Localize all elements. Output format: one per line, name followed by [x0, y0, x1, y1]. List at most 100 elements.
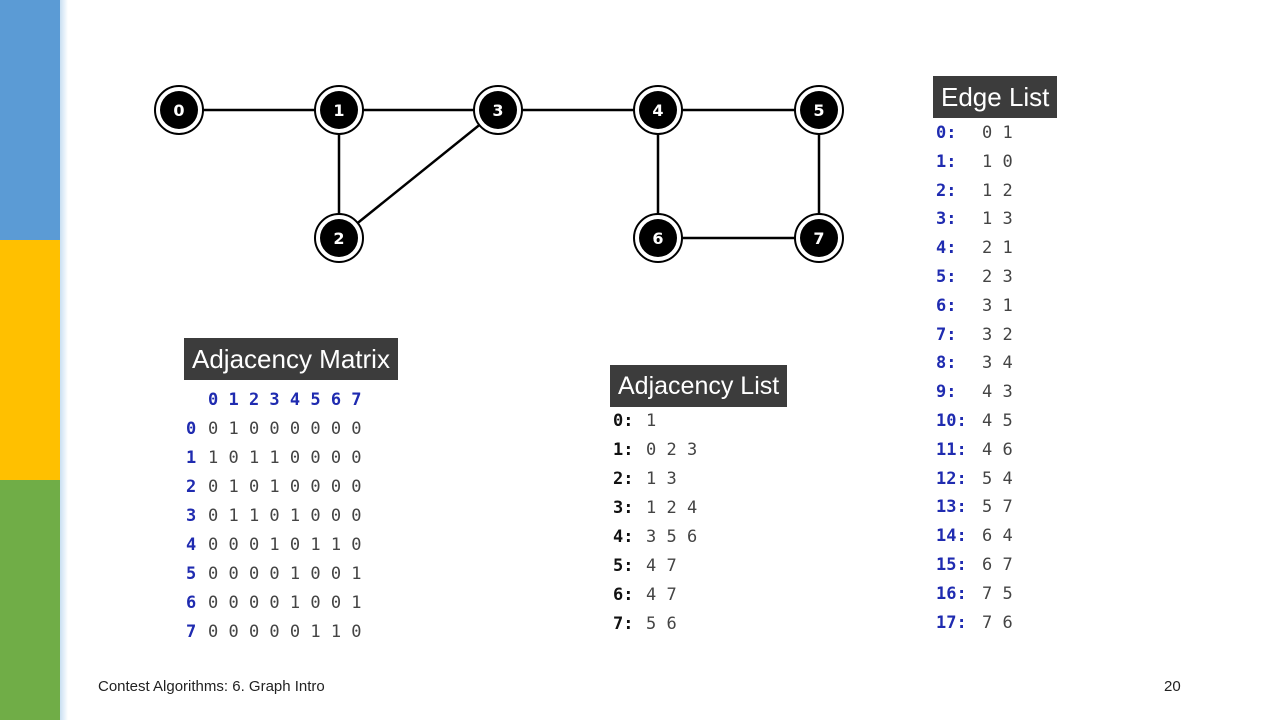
graph-node-core	[639, 219, 677, 257]
adjacency-list-row-label: 2:	[613, 469, 634, 489]
edge-list-row-values: 4 6	[982, 439, 1013, 460]
adjacency-list-row: 0:1	[613, 411, 656, 431]
edge-list-row-label: 8:	[936, 353, 957, 374]
edge-list-row: 17: 7 6	[936, 613, 1013, 633]
edge-list-row: 7:3 2	[936, 325, 1013, 345]
adjacency-matrix-row: 4 0 0 0 1 0 1 1 0	[186, 535, 362, 555]
edge-list-row-label: 14:	[936, 526, 967, 547]
adjacency-matrix-row-values: 1 0 1 1 0 0 0 0	[208, 448, 362, 468]
graph-node-core	[800, 91, 838, 129]
graph-node-core	[160, 91, 198, 129]
adjacency-list-row-values: 4 7	[646, 585, 677, 605]
graph-node-1: 1	[314, 85, 364, 135]
edge-list-row-values: 1 3	[982, 209, 1013, 230]
edge-list-row: 8: 3 4	[936, 353, 1013, 373]
edge-list-row: 12:5 4	[936, 469, 1013, 489]
edge-list-row-values: 6 4	[982, 526, 1013, 547]
adjacency-list-row-values: 5 6	[646, 614, 677, 634]
adjacency-matrix-row-values: 0 1 0 0 0 0 0 0	[208, 419, 362, 439]
accent-bar-blue	[0, 0, 60, 240]
adjacency-matrix-row-values: 0 1 0 1 0 0 0 0	[208, 477, 362, 497]
edge-list-row: 13: 5 7	[936, 497, 1013, 517]
adjacency-list-row: 7: 5 6	[613, 614, 677, 634]
adjacency-matrix-row: 2 0 1 0 1 0 0 0 0	[186, 477, 362, 497]
edge-list-row-values: 2 1	[982, 238, 1013, 259]
page-number: 20	[1164, 678, 1181, 695]
graph-edge-2-3	[338, 109, 499, 239]
adjacency-matrix-row-label: 5	[186, 564, 197, 584]
edge-list-row: 5:2 3	[936, 267, 1013, 287]
edge-list-row-label: 4:	[936, 238, 957, 259]
graph-node-0: 0	[154, 85, 204, 135]
edge-list-row-label: 13:	[936, 497, 967, 518]
edge-list-row-label: 5:	[936, 267, 957, 287]
edge-list-row: 3: 1 3	[936, 209, 1013, 229]
adjacency-list-row-label: 7:	[613, 614, 634, 634]
edge-list-title: Edge List	[933, 76, 1058, 118]
adjacency-list-row-label: 6:	[613, 585, 634, 605]
adjacency-matrix-row-values: 0 0 0 0 0 1 1 0	[208, 622, 362, 642]
edge-list-row-values: 4 3	[982, 382, 1013, 403]
footer-title: Contest Algorithms: 6. Graph Intro	[98, 678, 325, 695]
adjacency-list-row: 1:0 2 3	[613, 440, 697, 460]
edge-list-row-label: 15:	[936, 555, 967, 575]
adjacency-list-row-values: 4 7	[646, 556, 677, 576]
adjacency-list-row: 3: 1 2 4	[613, 498, 697, 518]
adjacency-matrix-row-values: 0 0 0 1 0 1 1 0	[208, 535, 362, 555]
graph-node-core	[639, 91, 677, 129]
edge-list-row-label: 9:	[936, 382, 957, 403]
graph-node-label: 4	[652, 101, 663, 120]
edge-list-row-label: 2:	[936, 180, 957, 201]
edge-list-row: 2: 1 2	[936, 181, 1013, 201]
edge-list-row-values: 3 4	[982, 353, 1013, 374]
graph-node-4: 4	[633, 85, 683, 135]
edge-list-row-label: 16:	[936, 583, 967, 604]
graph-node-label: 2	[333, 229, 344, 248]
adjacency-matrix-row-label: 3	[186, 506, 197, 526]
accent-bar-yellow	[0, 240, 60, 480]
adjacency-matrix-row-label: 4	[186, 535, 197, 555]
adjacency-matrix-row-label: 1	[186, 448, 197, 468]
adjacency-list-row: 4:3 5 6	[613, 527, 697, 547]
edge-list-row: 0: 0 1	[936, 123, 1013, 143]
edge-list-row: 15: 6 7	[936, 555, 1013, 575]
graph-node-label: 0	[173, 101, 184, 120]
adjacency-matrix-row: 1 1 0 1 1 0 0 0 0	[186, 448, 362, 468]
edge-list-row-label: 10:	[936, 411, 967, 431]
graph-node-3: 3	[473, 85, 523, 135]
edge-list-row-label: 17:	[936, 612, 967, 633]
adjacency-list-row-label: 4:	[613, 527, 634, 547]
adjacency-list-row-values: 1	[646, 411, 657, 431]
edge-list-row-values: 6 7	[982, 555, 1013, 575]
edge-list-row-label: 3:	[936, 209, 957, 230]
edge-list-row-values: 1 2	[982, 180, 1013, 201]
edge-list-row-values: 1 0	[982, 151, 1013, 172]
adjacency-matrix-row-label: 2	[186, 477, 197, 497]
adjacency-matrix-title: Adjacency Matrix	[184, 338, 398, 380]
edge-list-row-label: 7:	[936, 324, 957, 345]
graph-node-label: 5	[813, 101, 824, 120]
edge-list-row-values: 7 6	[982, 612, 1013, 633]
edge-list-row-label: 0:	[936, 123, 957, 143]
graph-node-core	[320, 219, 358, 257]
adjacency-list-row: 5: 4 7	[613, 556, 677, 576]
edge-list-row-values: 0 1	[982, 123, 1013, 143]
adjacency-list-row-values: 1 2 4	[646, 498, 698, 518]
accent-bar-green	[0, 480, 60, 720]
adjacency-matrix-row-values: 0 1 1 0 1 0 0 0	[208, 506, 362, 526]
edge-list-row-label: 12:	[936, 468, 967, 489]
adjacency-list-row-label: 3:	[613, 498, 634, 518]
adjacency-list-row: 2:1 3	[613, 469, 677, 489]
graph-node-6: 6	[633, 213, 683, 263]
graph-node-5: 5	[794, 85, 844, 135]
adjacency-list-row: 6: 4 7	[613, 585, 677, 605]
edge-list-row: 1:1 0	[936, 152, 1013, 172]
edge-list-row-label: 6:	[936, 295, 957, 316]
edge-list-row-values: 5 7	[982, 497, 1013, 518]
adjacency-matrix-header: 0 1 2 3 4 5 6 7	[208, 390, 362, 410]
edge-list-row: 10:4 5	[936, 411, 1013, 431]
adjacency-list-row-label: 5:	[613, 556, 634, 576]
edge-list-row: 16:7 5	[936, 584, 1013, 604]
